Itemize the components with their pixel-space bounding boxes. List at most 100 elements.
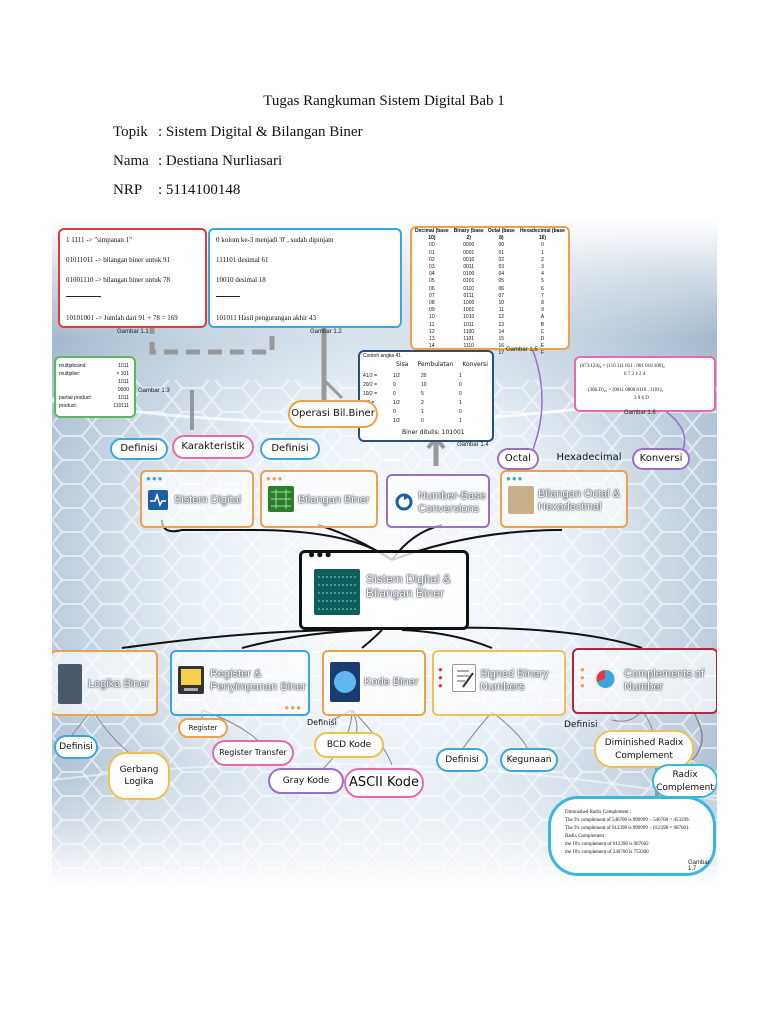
register-bubble: Register [178,718,228,738]
conversion-cell: 0 [459,382,462,388]
figure-1-7: Diminished Radix Complement : The 9's com… [548,796,716,876]
robot-icon [58,664,82,704]
conversion-cell: 1/2 [393,373,400,379]
row-name: partial product: [59,395,93,401]
definisi-bubble-1: Definisi [110,438,168,460]
conversion-headers: Sisa Pembulatan Konversi [396,361,488,368]
table-cell: 0011 [463,264,475,271]
table-cell: 1110 [463,343,474,350]
node-bilangan-biner[interactable]: ●●● Bilangan Biner [260,470,378,528]
ascii-kode-bubble: ASCII Kode [344,768,424,798]
row-value: 110111 [113,403,129,409]
table-cell: 4 [541,271,544,278]
computer-icon [178,666,204,694]
document-header: Tugas Rangkuman Sistem Digital Bab 1 Top… [0,0,768,220]
table-cell: 02 [429,256,435,263]
table-cell: 15 [498,336,505,343]
table-cell: 09 [429,307,435,314]
multiplication-row: multiplicand: 1011 [59,362,129,370]
table-header-cell: Decimal (base 10) [415,228,449,242]
conversion-cell: 1 [459,373,462,379]
conversion-cell: 0 [459,391,462,397]
table-cell: 10 [498,300,505,307]
multiplication-row: 0000 [59,386,129,394]
figure-1-4: Contoh angka 41 Sisa Pembulatan Konversi… [358,350,494,442]
table-cell: 1000 [463,300,475,307]
row-name: product: [59,403,78,409]
node-number-base[interactable]: Number-Base Conversions [386,474,490,528]
complement-line: the 10's complement of 012398 is 987602 [565,842,649,847]
row-name: multiplicand: [59,363,87,369]
table-cell: 03 [498,264,505,271]
conversion-cell: 1 [459,418,462,424]
node-octal-hex[interactable]: ●●● Bilangan Octal & Hexadecimal [500,470,628,528]
table-cell: 12 [498,314,505,321]
table-cell: 1100 [463,328,475,335]
row-value: 1011 [118,363,129,369]
definisi-logika-bubble: Definisi [54,735,98,759]
table-cell: 11 [429,321,435,328]
table-cell: 05 [498,278,505,285]
complement-line: Diminished Radix Complement : [565,810,632,815]
complement-line: The 9's complement of 012398 is 999999 −… [565,826,690,831]
table-cell: 6 [541,285,544,292]
conversion-cell: 5 [421,391,424,397]
conversion-cell: 0 [393,382,396,388]
pattern-icon [508,486,534,514]
nama-row: Nama: Destiana Nurliasari [113,153,283,169]
table-cell: 0001 [463,249,475,256]
conversion-cell: 20/2 = [363,382,378,388]
row-name: multiplier: [59,371,81,377]
hexadecimal-bubble: Hexadecimal [556,452,622,463]
table-cell: 06 [498,285,505,292]
table-cell: F [540,350,544,357]
table-cell: 14 [498,328,505,335]
node-complements[interactable]: ●●● Complements of Number [572,648,717,714]
node-signed-binary[interactable]: ●●● Signed Binary Numbers [432,650,566,716]
node-register[interactable]: Register & Penyimpanan Biner ●●● [170,650,310,716]
complement-line: Radix Complement : [565,834,607,839]
pulse-icon [148,490,168,510]
tech-background [52,220,717,885]
table-cell: 2 [541,256,544,263]
table-header-cell: Hexadecimal (base 16) [519,228,565,242]
conversion-cell: 1/2 [393,400,400,406]
table-cell: 17 [498,350,505,357]
node-kode-biner[interactable]: Kode Biner [322,650,426,716]
row-value: 1011 [118,379,129,385]
bcd-kode-bubble: BCD Kode [314,732,384,758]
matrix-icon [314,569,360,615]
conversion-row: 2/2 =010 [363,408,487,417]
node-sistem-digital[interactable]: ●●● Sistem Digital [140,470,254,528]
table-cell: 7 [541,292,544,299]
table-cell: D [540,336,545,343]
conversion-icon [394,492,414,512]
operasi-bubble: Operasi Bil.Biner [288,400,378,428]
table-cell: 01 [429,249,435,256]
central-node[interactable]: ●●● Sistem Digital & Bilangan Biner [299,547,469,630]
table-cell: 0100 [463,271,475,278]
conversion-cell: 1/2 [393,418,400,424]
table-cell: 11 [498,307,504,314]
table-cell: 0110 [463,285,475,292]
radix-complement-bubble: Radix Complement [652,764,717,798]
table-cell: 08 [429,300,435,307]
table-cell: 03 [429,264,435,271]
node-logika-biner[interactable]: Logika Biner [52,650,158,716]
conversion-cell: 0 [393,391,396,397]
figure-1-6: (673.124)₈ = (110 111 011 . 001 010 100)… [574,356,716,412]
octal-bubble: Octal [497,448,539,470]
figure-1-1: 1 1111 -> "simpanan 1" 01011011 -> bilan… [58,228,207,328]
table-cell: 05 [429,278,435,285]
register-transfer-bubble: Register Transfer [212,740,294,766]
difference-rule [216,296,240,297]
table-cell: 16 [498,343,505,350]
multiplication-row: partial product:1011 [59,394,129,402]
sum-rule [66,296,101,297]
